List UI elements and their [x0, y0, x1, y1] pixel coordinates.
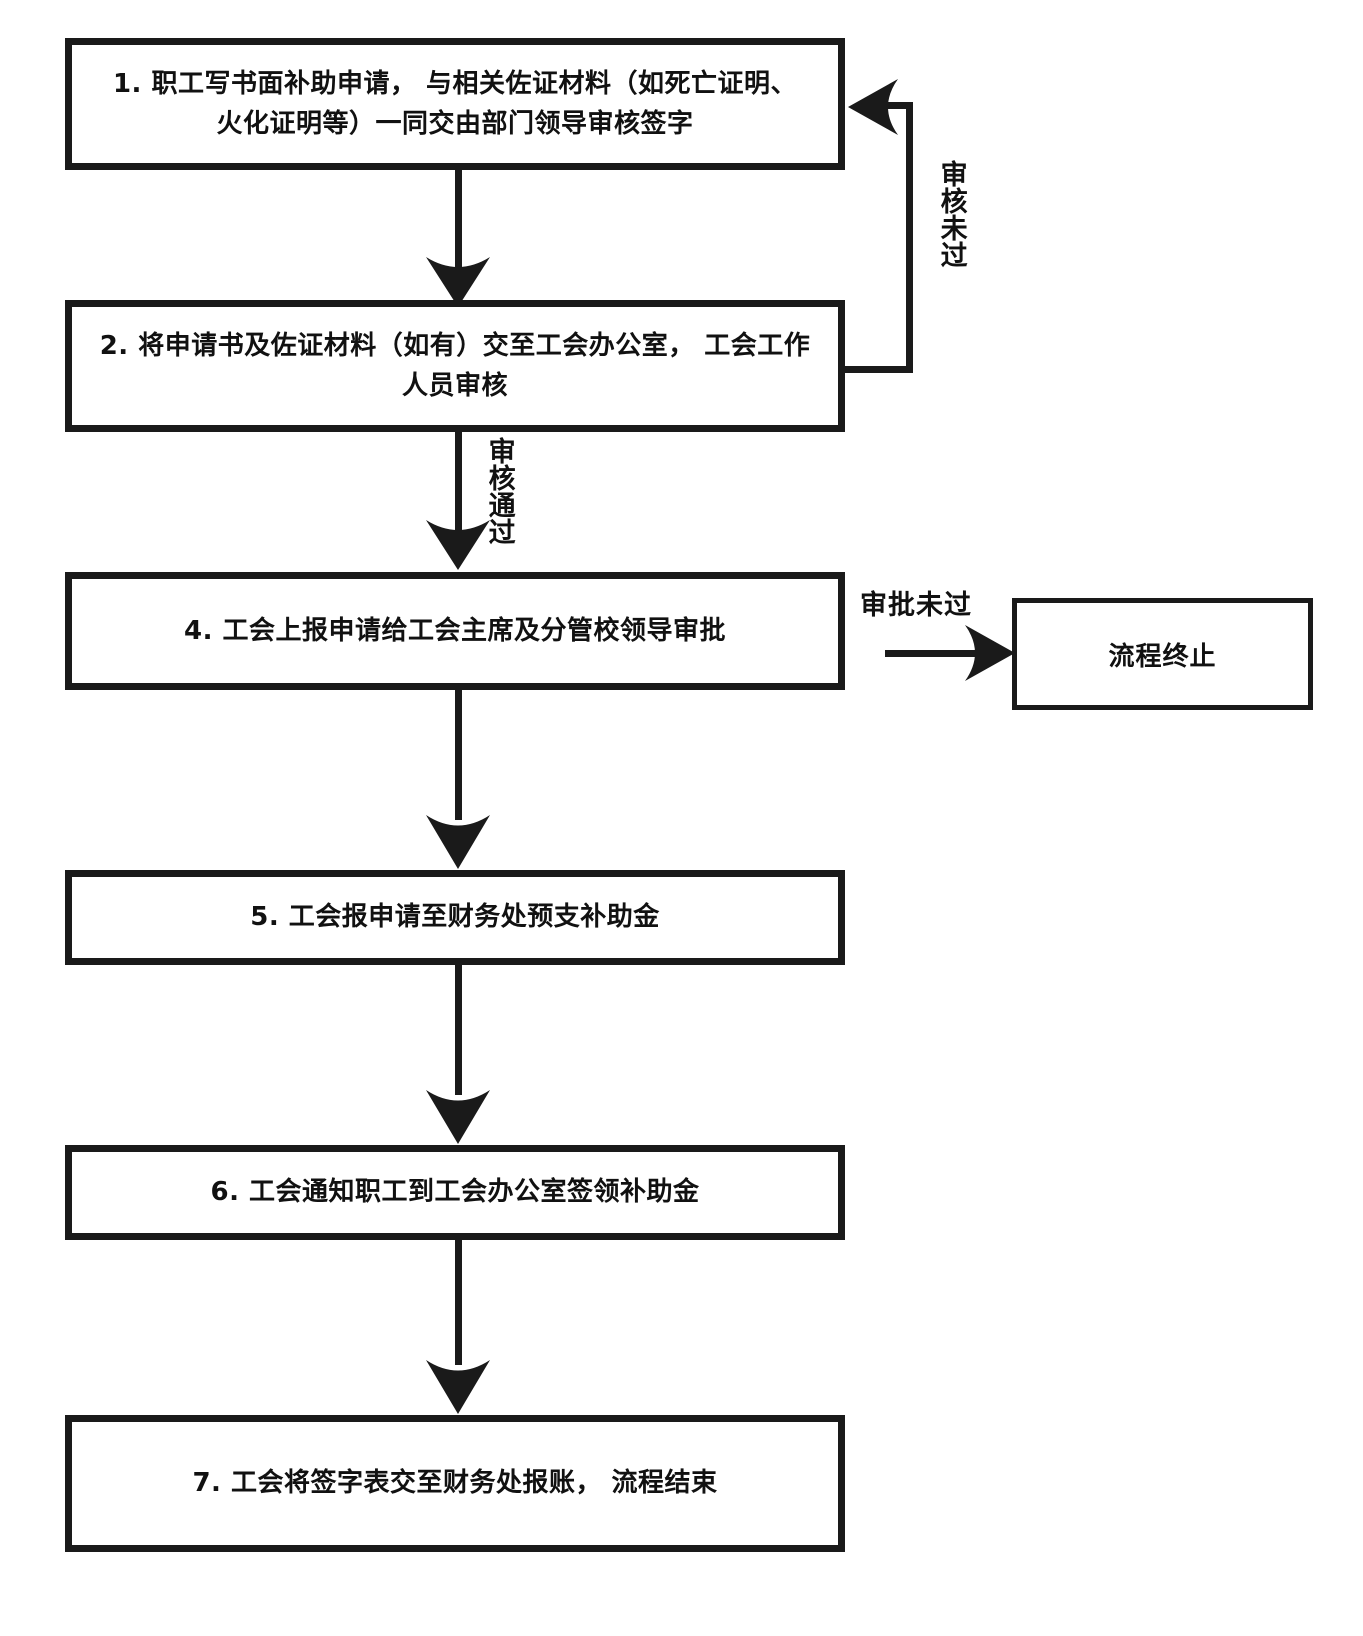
step-1-label: 1. 职工写书面补助申请， 与相关佐证材料（如死亡证明、 火化证明等）一同交由部…: [112, 68, 798, 139]
arrow-step2-step4: [426, 520, 490, 570]
step-7-box[interactable]: 7. 工会将签字表交至财务处报账， 流程结束: [65, 1415, 845, 1552]
step-2-box[interactable]: 2. 将申请书及佐证材料（如有）交至工会办公室， 工会工作 人员审核: [65, 300, 845, 432]
feedback-loop-vertical-segment: [906, 102, 913, 373]
arrow-step4-terminate: [965, 625, 1015, 681]
process-terminated-box[interactable]: 流程终止: [1012, 598, 1313, 710]
label-review-passed: 审核通过: [483, 437, 515, 545]
step-4-label: 4. 工会上报申请给工会主席及分管校领导审批: [183, 615, 727, 646]
arrow-step1-step2: [426, 257, 490, 307]
connector-step6-step7-line: [455, 1240, 462, 1365]
connector-step4-step5-line: [455, 690, 462, 820]
step-4-box[interactable]: 4. 工会上报申请给工会主席及分管校领导审批: [65, 572, 845, 690]
arrow-feedback-to-step1: [848, 79, 898, 135]
step-2-label: 2. 将申请书及佐证材料（如有）交至工会办公室， 工会工作 人员审核: [99, 330, 811, 401]
connector-step2-step4-line: [455, 432, 462, 532]
connector-step1-step2-line: [455, 170, 462, 275]
process-terminated-label: 流程终止: [1108, 641, 1217, 672]
step-6-box[interactable]: 6. 工会通知职工到工会办公室签领补助金: [65, 1145, 845, 1240]
arrow-step4-step5: [426, 815, 490, 869]
step-6-label: 6. 工会通知职工到工会办公室签领补助金: [210, 1177, 700, 1208]
connector-step5-step6-line: [455, 965, 462, 1095]
arrow-step6-step7: [426, 1360, 490, 1414]
label-approval-failed: 审批未过: [860, 590, 972, 621]
arrow-step5-step6: [426, 1090, 490, 1144]
step-5-label: 5. 工会报申请至财务处预支补助金: [250, 902, 660, 933]
feedback-loop-bottom-segment: [845, 366, 913, 373]
step-7-label: 7. 工会将签字表交至财务处报账， 流程结束: [192, 1468, 718, 1499]
connector-step4-terminate-line: [885, 650, 990, 657]
feedback-loop-top-segment: [880, 102, 913, 109]
step-1-box[interactable]: 1. 职工写书面补助申请， 与相关佐证材料（如死亡证明、 火化证明等）一同交由部…: [65, 38, 845, 170]
step-5-box[interactable]: 5. 工会报申请至财务处预支补助金: [65, 870, 845, 965]
label-review-failed: 审核未过: [935, 160, 967, 268]
